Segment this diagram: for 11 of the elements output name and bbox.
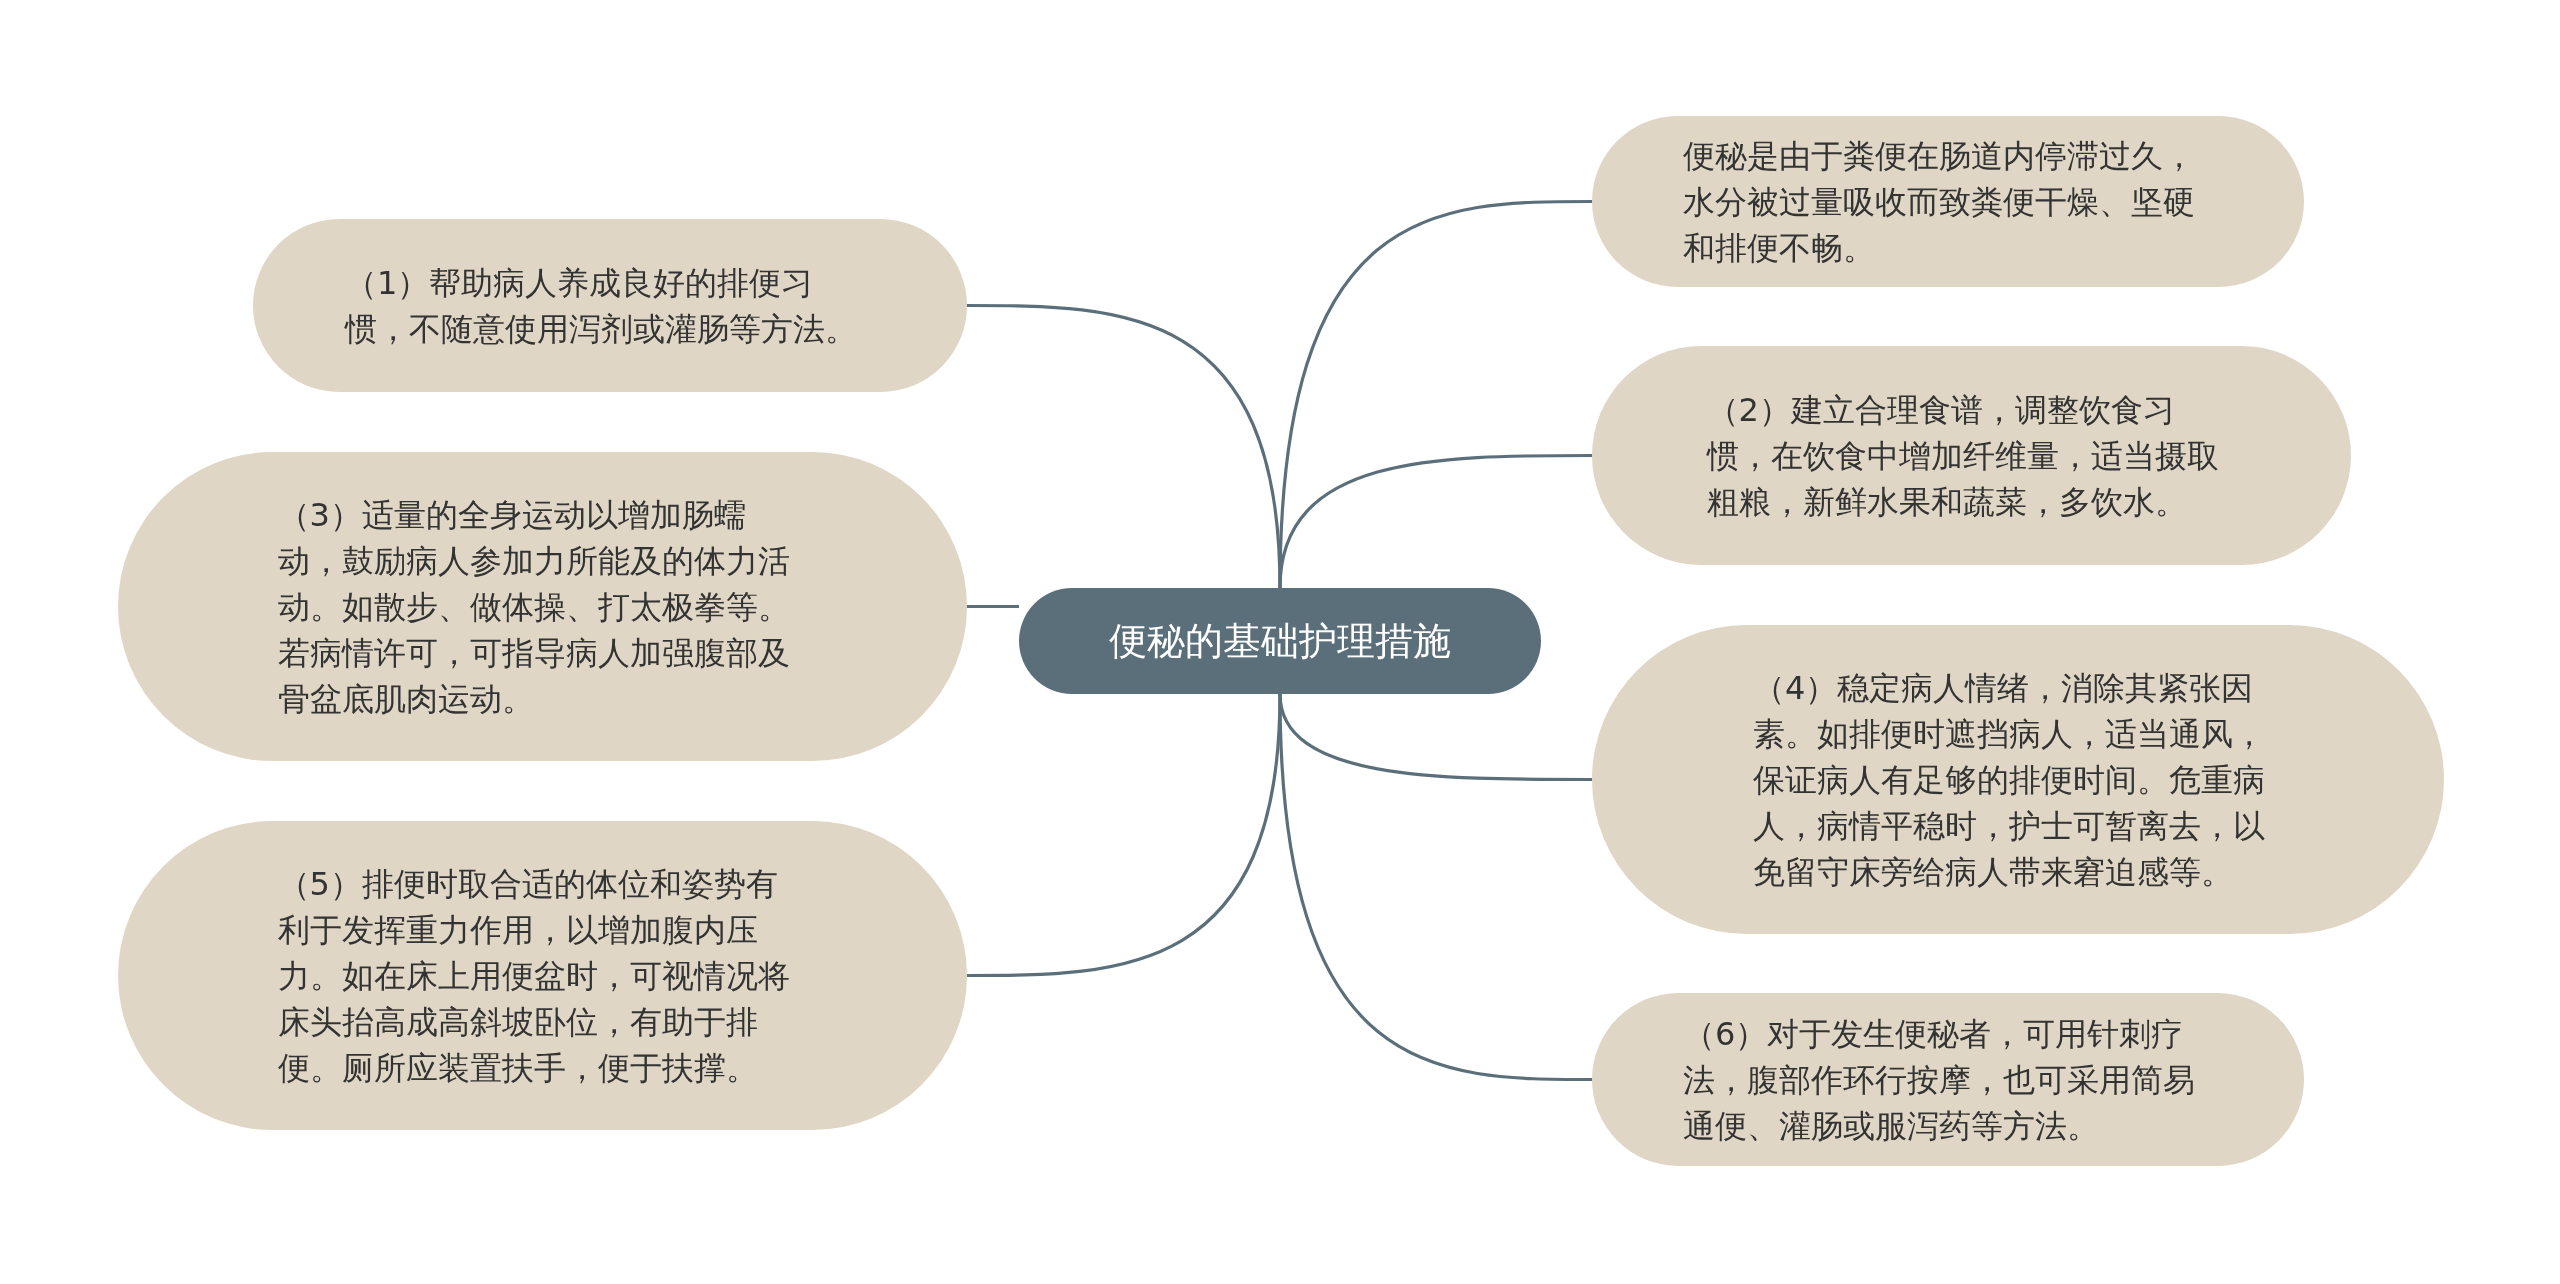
topic-text: （1）帮助病人养成良好的排便习惯，不随意使用泻剂或灌肠等方法。 — [345, 262, 858, 350]
connector-line — [1278, 693, 1592, 1082]
topic-text: 便秘是由于粪便在肠道内停滞过久，水分被过量吸收而致粪便干燥、坚硬和排便不畅。 — [1683, 135, 2196, 269]
topic-text: （5）排便时取合适的体位和姿势有利于发挥重力作用，以增加腹内压力。如在床上用便盆时，可视情况将床头抬高成高斜坡卧位，有助于排便。厕所应装置扶手，便于扶撑。 — [277, 863, 791, 1089]
central-topic-text: 便秘的基础护理措施 — [1109, 618, 1451, 665]
topic-text: （2）建立合理食谱，调整饮食习惯，在饮食中增加纤维量，适当摄取粗粮，新鲜水果和蔬菜，多饮水。 — [1706, 389, 2220, 523]
topic-text: （4）稳定病人情绪，消除其紧张因素。如排便时遮挡病人，适当通风，保证病人有足够的排便时间。危重病人，病情平稳时，护士可暂离去，以免留守床旁给病人带来窘迫感等。 — [1753, 667, 2266, 893]
connector-line — [967, 604, 1019, 609]
topic-text: （6）对于发生便秘者，可用针刺疗法，腹部作环行按摩，也可采用简易通便、灌肠或服泻药等方法。 — [1683, 1013, 2196, 1147]
topic-text: （3）适量的全身运动以增加肠蠕动，鼓励病人参加力所能及的体力活动。如散步、做体操、打太极拳等。若病情许可，可指导病人加强腹部及骨盆底肌肉运动。 — [277, 494, 791, 720]
connector-line — [1278, 453, 1592, 589]
